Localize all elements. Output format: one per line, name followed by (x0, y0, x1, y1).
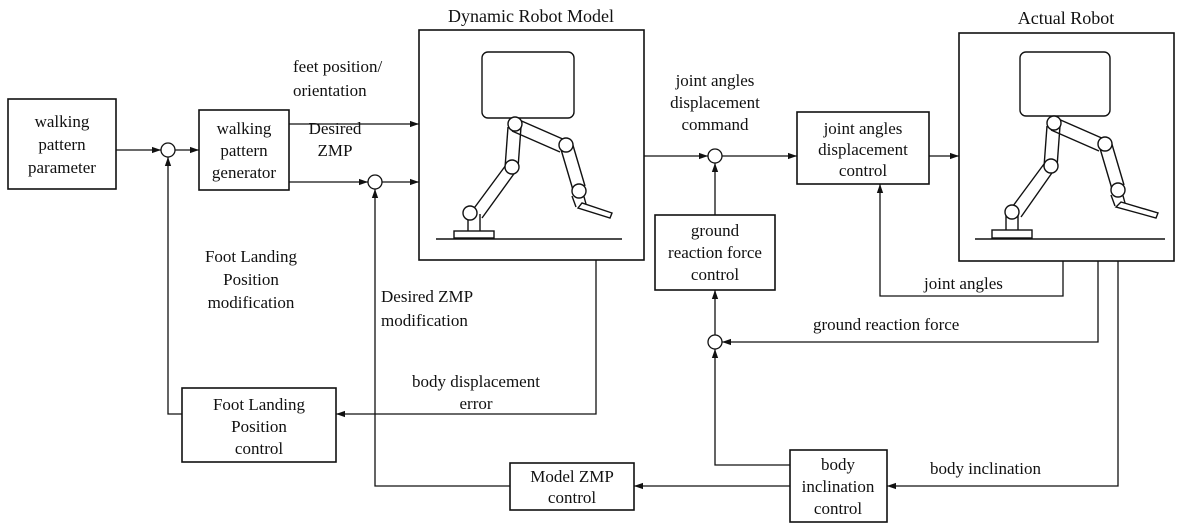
summing-junction-pattern (160, 142, 176, 158)
joint-angles-displacement-control-block (796, 111, 930, 185)
block-text-line: control (814, 499, 862, 518)
model-zmp-control-label: Model ZMP control (530, 467, 614, 507)
actual-robot-figure (975, 51, 1165, 240)
foot-landing-position-control-block (181, 387, 337, 463)
dynamic-robot-model-block (418, 29, 645, 261)
arrow-body-displacement-error (336, 260, 597, 418)
walking-pattern-generator-block (198, 109, 290, 191)
signal-text-line: body displacement (412, 372, 540, 391)
ground-reaction-force-control-block (654, 214, 776, 291)
walking-pattern-generator-label: walking pattern generator (212, 119, 277, 182)
signal-text-line: ZMP (318, 141, 353, 160)
block-text-line: control (235, 439, 283, 458)
actual-robot-title: Actual Robot (1018, 8, 1115, 28)
summing-junction-joint (707, 148, 723, 164)
block-text-line: displacement (818, 140, 908, 159)
block-text-line: pattern (38, 135, 86, 154)
block-text-line: control (548, 488, 596, 507)
signal-text-line: orientation (293, 81, 367, 100)
block-text-line: Position (231, 417, 287, 436)
body-displacement-error-label: body displacement error (412, 372, 540, 413)
actual-robot-block (958, 32, 1175, 262)
block-text-line: Model ZMP (530, 467, 614, 486)
signal-text-line: error (459, 394, 492, 413)
walking-pattern-parameter-block (7, 98, 117, 190)
desired-zmp-label: Desired ZMP (309, 119, 362, 160)
signal-text-line: Position (223, 270, 279, 289)
signal-text-line: joint angles (675, 71, 755, 90)
block-text-line: generator (212, 163, 277, 182)
block-text-line: body (821, 455, 856, 474)
signal-text-line: modification (381, 311, 468, 330)
body-inclination-label: body inclination (930, 459, 1041, 478)
signal-text-line: displacement (670, 93, 760, 112)
desired-zmp-modification-label: Desired ZMP modification (381, 287, 473, 330)
block-text-line: walking (35, 112, 90, 131)
dynamic-robot-figure (436, 51, 622, 240)
foot-landing-position-control-label: Foot Landing Position control (213, 395, 306, 458)
block-text-line: pattern (220, 141, 268, 160)
arrow-ground-reaction-force (722, 261, 1099, 346)
block-text-line: joint angles (823, 119, 903, 138)
block-text-line: control (839, 161, 887, 180)
block-text-line: parameter (28, 158, 96, 177)
block-text-line: Foot Landing (213, 395, 306, 414)
joint-angles-displacement-command-label: joint angles displacement command (670, 71, 760, 134)
signal-text-line: command (681, 115, 749, 134)
block-text-line: reaction force (668, 243, 762, 262)
ground-reaction-force-label: ground reaction force (813, 315, 959, 334)
arrow-model-zmp-to-junction (371, 189, 510, 487)
dynamic-robot-model-title: Dynamic Robot Model (448, 6, 614, 26)
body-inclination-control-label: body inclination control (802, 455, 875, 518)
arrow-joint-angles-feedback (876, 184, 1064, 297)
arrow-foot-landing-modification (164, 157, 182, 415)
joint-angles-displacement-control-label: joint angles displacement control (818, 119, 908, 180)
ground-reaction-force-control-label: ground reaction force control (668, 221, 762, 284)
signal-text-line: Foot Landing (205, 247, 298, 266)
feet-position-orientation-label: feet position/ orientation (293, 57, 383, 100)
block-text-line: inclination (802, 477, 875, 496)
block-text-line: control (691, 265, 739, 284)
summing-junction-force (707, 334, 723, 350)
walking-pattern-parameter-label: walking pattern parameter (28, 112, 96, 177)
signal-text-line: Desired (309, 119, 362, 138)
summing-junction-zmp (367, 174, 383, 190)
signal-text-line: modification (208, 293, 295, 312)
arrow-body-inclination (887, 261, 1119, 490)
signal-text-line: Desired ZMP (381, 287, 473, 306)
body-inclination-control-block (789, 449, 888, 523)
signal-text-line: feet position/ (293, 57, 383, 76)
foot-landing-position-modification-label: Foot Landing Position modification (205, 247, 298, 312)
block-text-line: walking (217, 119, 272, 138)
arrow-inclination-to-force-junction (711, 349, 790, 466)
joint-angles-label: joint angles (923, 274, 1003, 293)
block-text-line: ground (691, 221, 740, 240)
